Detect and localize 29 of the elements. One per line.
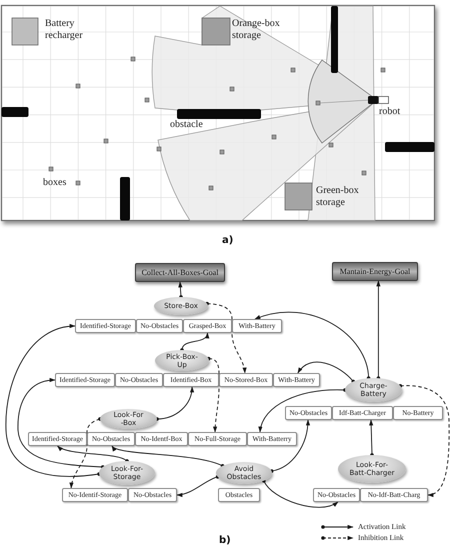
solid-arrow xyxy=(180,332,208,352)
solid-arrow xyxy=(270,419,310,473)
robot-label: robot xyxy=(379,106,400,118)
obstacle-label: obstacle xyxy=(170,119,203,131)
solid-arrow xyxy=(258,388,347,433)
solid-arrow xyxy=(376,280,380,380)
panel-letter: a) xyxy=(222,235,234,247)
dashed-arrow xyxy=(206,356,220,433)
solid-arrow xyxy=(178,281,183,299)
solid-arrow xyxy=(176,475,220,497)
solid-arrow xyxy=(155,386,194,421)
solid-arrow xyxy=(57,446,129,463)
dashed-arrow xyxy=(70,417,102,489)
storage-label: Green-box storage xyxy=(316,185,360,209)
recharger-label: Battery recharger xyxy=(45,18,84,42)
solid-arrow xyxy=(254,312,370,380)
solid-arrow xyxy=(262,479,338,508)
solid-arrow xyxy=(18,378,105,469)
dashed-arrow xyxy=(205,302,246,374)
solid-arrow xyxy=(297,362,356,384)
solid-arrow xyxy=(369,419,374,457)
dashed-arrow xyxy=(398,384,450,496)
goal-box: Collect-All-Boxes-Goal xyxy=(135,263,225,282)
solid-arrow xyxy=(112,446,224,468)
storage-label: Orange-box storage xyxy=(232,18,281,42)
boxes-label: boxes xyxy=(43,177,66,189)
goal-box: Mantain-Energy-Goal xyxy=(332,262,418,281)
solid-arrow xyxy=(6,324,101,477)
panel-letter: b) xyxy=(219,535,231,547)
